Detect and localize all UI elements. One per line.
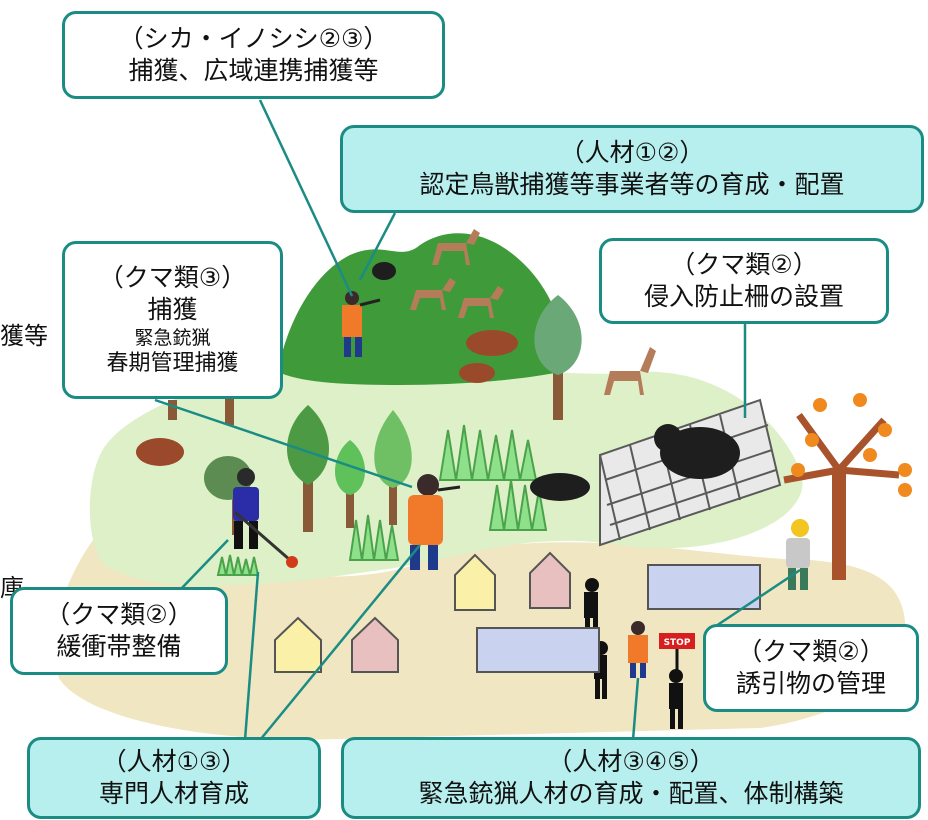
bear-icon bbox=[530, 424, 740, 501]
grass-patch-icon bbox=[216, 424, 548, 576]
boar-group-icon bbox=[136, 330, 518, 466]
callout-heading: （シカ・イノシシ②③） bbox=[118, 24, 389, 53]
callout-text: 認定鳥獣捕獲等事業者等の育成・配置 bbox=[419, 170, 845, 199]
hill bbox=[278, 233, 564, 385]
callout-heading: （人材①②） bbox=[559, 138, 705, 167]
stop-sign-text: STOP bbox=[664, 638, 691, 648]
callout-heading: （クマ類②） bbox=[670, 250, 818, 279]
callout-heading: （人材③④⑤） bbox=[547, 747, 715, 776]
callout-text: 誘引物の管理 bbox=[735, 669, 886, 698]
callout-bear-attractant-management: （クマ類②） 誘引物の管理 bbox=[703, 624, 919, 712]
callout-text: 緩衝帯整備 bbox=[56, 632, 182, 661]
house-group-icon bbox=[274, 551, 761, 673]
stop-sign-icon: STOP bbox=[659, 633, 695, 676]
callout-heading: （クマ類②） bbox=[45, 600, 193, 629]
callout-deer-boar-capture: （シカ・イノシシ②③） 捕獲、広域連携捕獲等 bbox=[62, 11, 445, 99]
brush-cutter-worker-icon bbox=[233, 468, 298, 568]
callout-text: 専門人材育成 bbox=[98, 779, 249, 808]
callout-bear-capture: （クマ類③） 捕獲 緊急銃猟 春期管理捕獲 bbox=[62, 241, 283, 399]
callout-text: 捕獲 bbox=[147, 294, 198, 324]
callout-hr-certified-capture-operators: （人材①②） 認定鳥獣捕獲等事業者等の育成・配置 bbox=[340, 125, 924, 213]
callout-text: 緊急銃猟人材の育成・配置、体制構築 bbox=[418, 779, 844, 808]
worker-icon bbox=[786, 519, 810, 590]
callout-hr-specialist-training: （人材①③） 専門人材育成 bbox=[27, 737, 321, 819]
callout-text: 侵入防止柵の設置 bbox=[643, 282, 844, 311]
callout-hr-emergency-hunting: （人材③④⑤） 緊急銃猟人材の育成・配置、体制構築 bbox=[341, 737, 921, 819]
callout-bear-buffer-zone: （クマ類②） 緩衝帯整備 bbox=[10, 587, 228, 675]
callout-text: 捕獲、広域連携捕獲等 bbox=[128, 56, 379, 85]
callout-subtext: 緊急銃猟 bbox=[134, 326, 211, 349]
deer-group-icon bbox=[410, 229, 656, 395]
clipped-edge-text: 獲等 bbox=[0, 322, 48, 350]
hunter-icon bbox=[342, 291, 648, 678]
callout-heading: （クマ類②） bbox=[737, 637, 885, 666]
callout-leader-lines bbox=[154, 99, 801, 741]
tree-group-icon bbox=[168, 295, 912, 580]
bear-on-hill-icon bbox=[372, 262, 396, 280]
callout-bear-fence: （クマ類②） 侵入防止柵の設置 bbox=[599, 238, 889, 324]
callout-subtext: 春期管理捕獲 bbox=[106, 351, 239, 377]
callout-heading: （クマ類③） bbox=[98, 262, 247, 292]
callout-heading: （人材①③） bbox=[101, 747, 247, 776]
